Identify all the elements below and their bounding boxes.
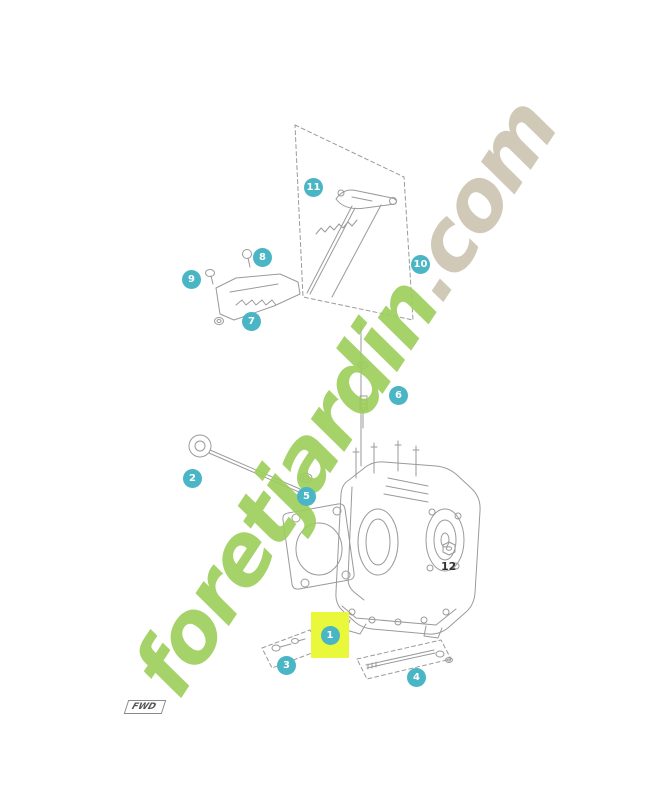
dashed-box-top-group bbox=[294, 124, 414, 321]
screws-group bbox=[271, 638, 306, 652]
callout-4[interactable]: 4 bbox=[407, 668, 426, 687]
hex-nut-group bbox=[442, 541, 456, 556]
callout-9[interactable]: 9 bbox=[182, 270, 201, 289]
callout-8[interactable]: 8 bbox=[253, 248, 272, 267]
seal-shaft-group bbox=[188, 434, 313, 493]
highlighted-callout-box: 1 bbox=[311, 612, 349, 658]
callout-5[interactable]: 5 bbox=[297, 487, 316, 506]
callout-3[interactable]: 3 bbox=[277, 656, 296, 675]
callout-10[interactable]: 10 bbox=[411, 255, 430, 274]
governor-rod-group bbox=[306, 189, 397, 298]
callout-7[interactable]: 7 bbox=[242, 312, 261, 331]
shaft-stud-group bbox=[357, 323, 369, 467]
callout-2[interactable]: 2 bbox=[183, 469, 202, 488]
callout-12[interactable]: 12 bbox=[441, 560, 457, 573]
callout-11[interactable]: 11 bbox=[304, 178, 323, 197]
fwd-label: FWD bbox=[123, 700, 166, 714]
gasket-group bbox=[282, 503, 355, 590]
callout-1[interactable]: 1 bbox=[320, 625, 340, 645]
bracket-group bbox=[205, 249, 301, 325]
dashed-box-part4 bbox=[356, 639, 452, 680]
crankcase-group bbox=[335, 440, 481, 639]
callout-6[interactable]: 6 bbox=[389, 386, 408, 405]
stud-nuts-group bbox=[365, 649, 453, 670]
